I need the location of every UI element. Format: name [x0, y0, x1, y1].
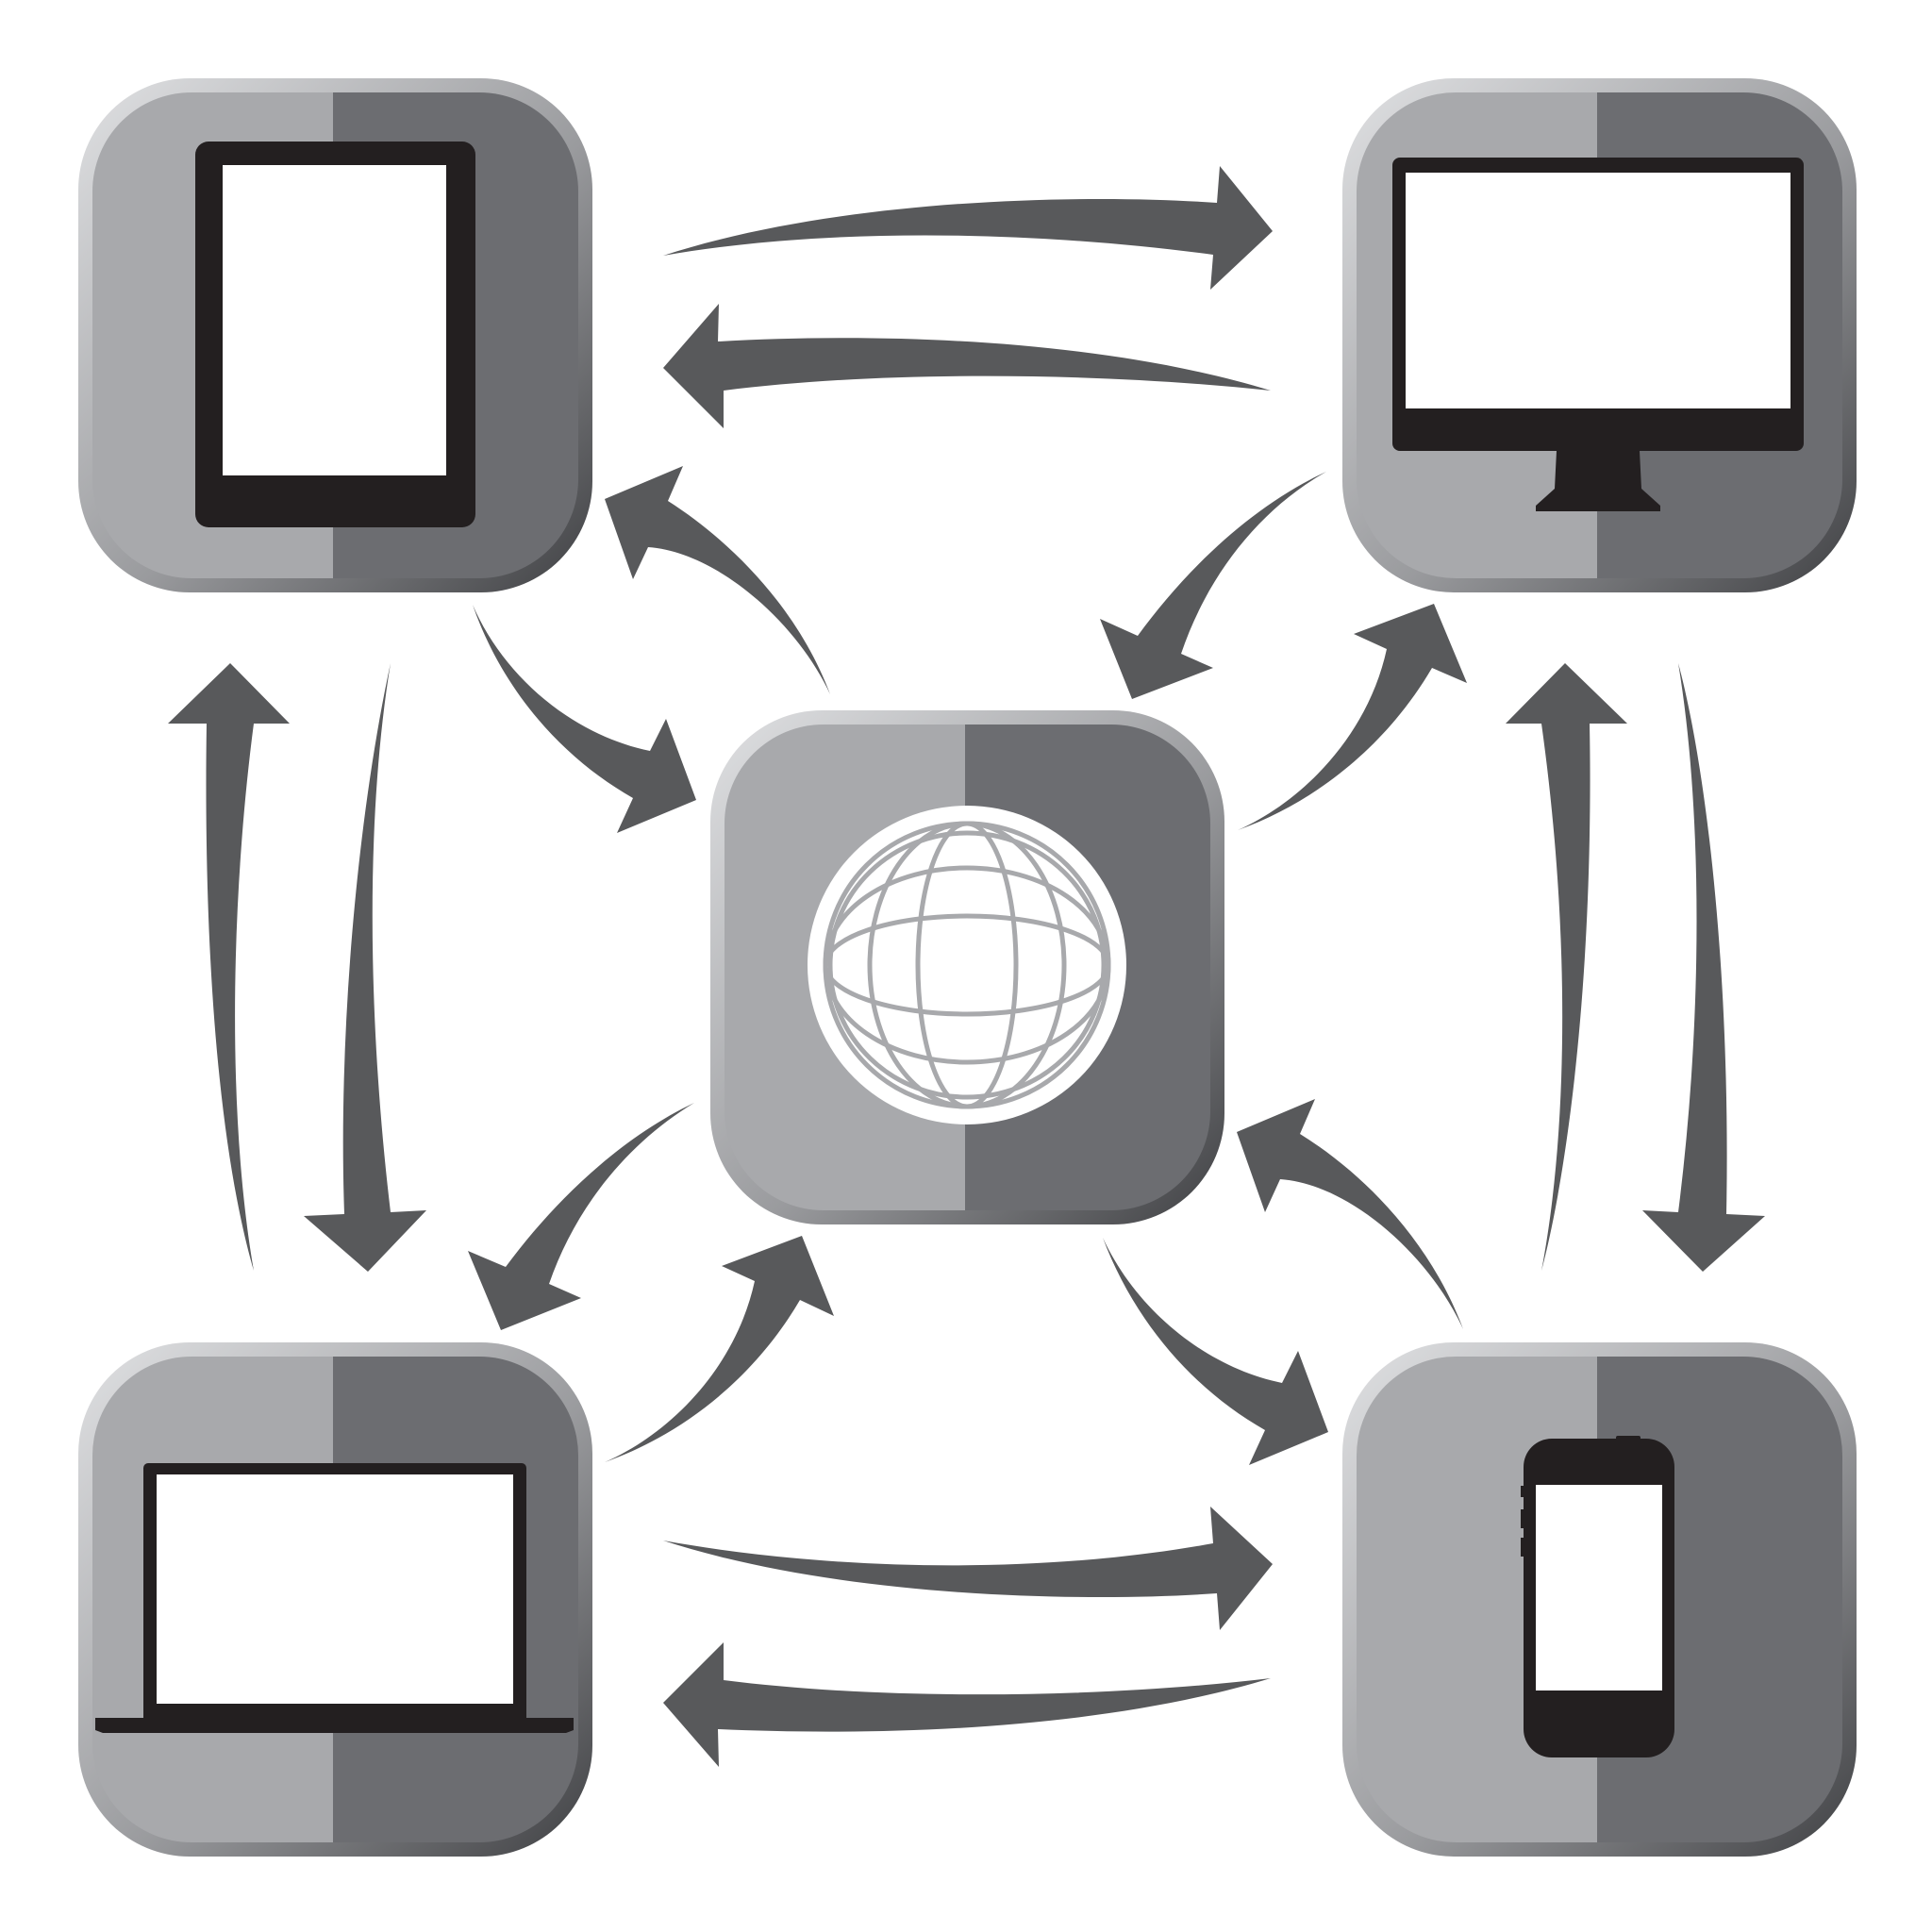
node-laptop [78, 1342, 592, 1857]
globe-icon [808, 806, 1126, 1124]
tablet-icon [195, 142, 475, 527]
node-internet [710, 710, 1224, 1224]
arrow-internet-to-smartphone [1103, 1238, 1328, 1465]
arrow-internet-to-monitor [1238, 604, 1467, 830]
arrow-monitor-to-tablet [663, 304, 1271, 428]
arrow-laptop-to-smartphone [663, 1507, 1273, 1630]
arrow-monitor-to-smartphone [1642, 663, 1765, 1272]
smartphone-icon [1521, 1436, 1674, 1757]
node-smartphone [1342, 1342, 1857, 1857]
arrow-tablet-to-internet [473, 605, 696, 833]
desktop-monitor-icon [1392, 158, 1804, 511]
arrow-smartphone-to-monitor [1506, 663, 1627, 1271]
connection-arrows [168, 166, 1765, 1767]
arrow-smartphone-to-internet [1237, 1099, 1463, 1329]
arrow-tablet-to-monitor [663, 166, 1273, 290]
arrow-internet-to-laptop [468, 1103, 694, 1330]
node-monitor [1342, 78, 1857, 592]
node-tablet [78, 78, 592, 592]
arrow-monitor-to-internet [1100, 472, 1326, 699]
arrow-tablet-to-laptop [304, 663, 426, 1272]
arrow-smartphone-to-laptop [663, 1642, 1271, 1767]
arrow-laptop-to-tablet [168, 663, 290, 1271]
arrow-laptop-to-internet [605, 1236, 834, 1462]
laptop-icon [95, 1463, 574, 1733]
arrow-internet-to-tablet [605, 466, 830, 694]
